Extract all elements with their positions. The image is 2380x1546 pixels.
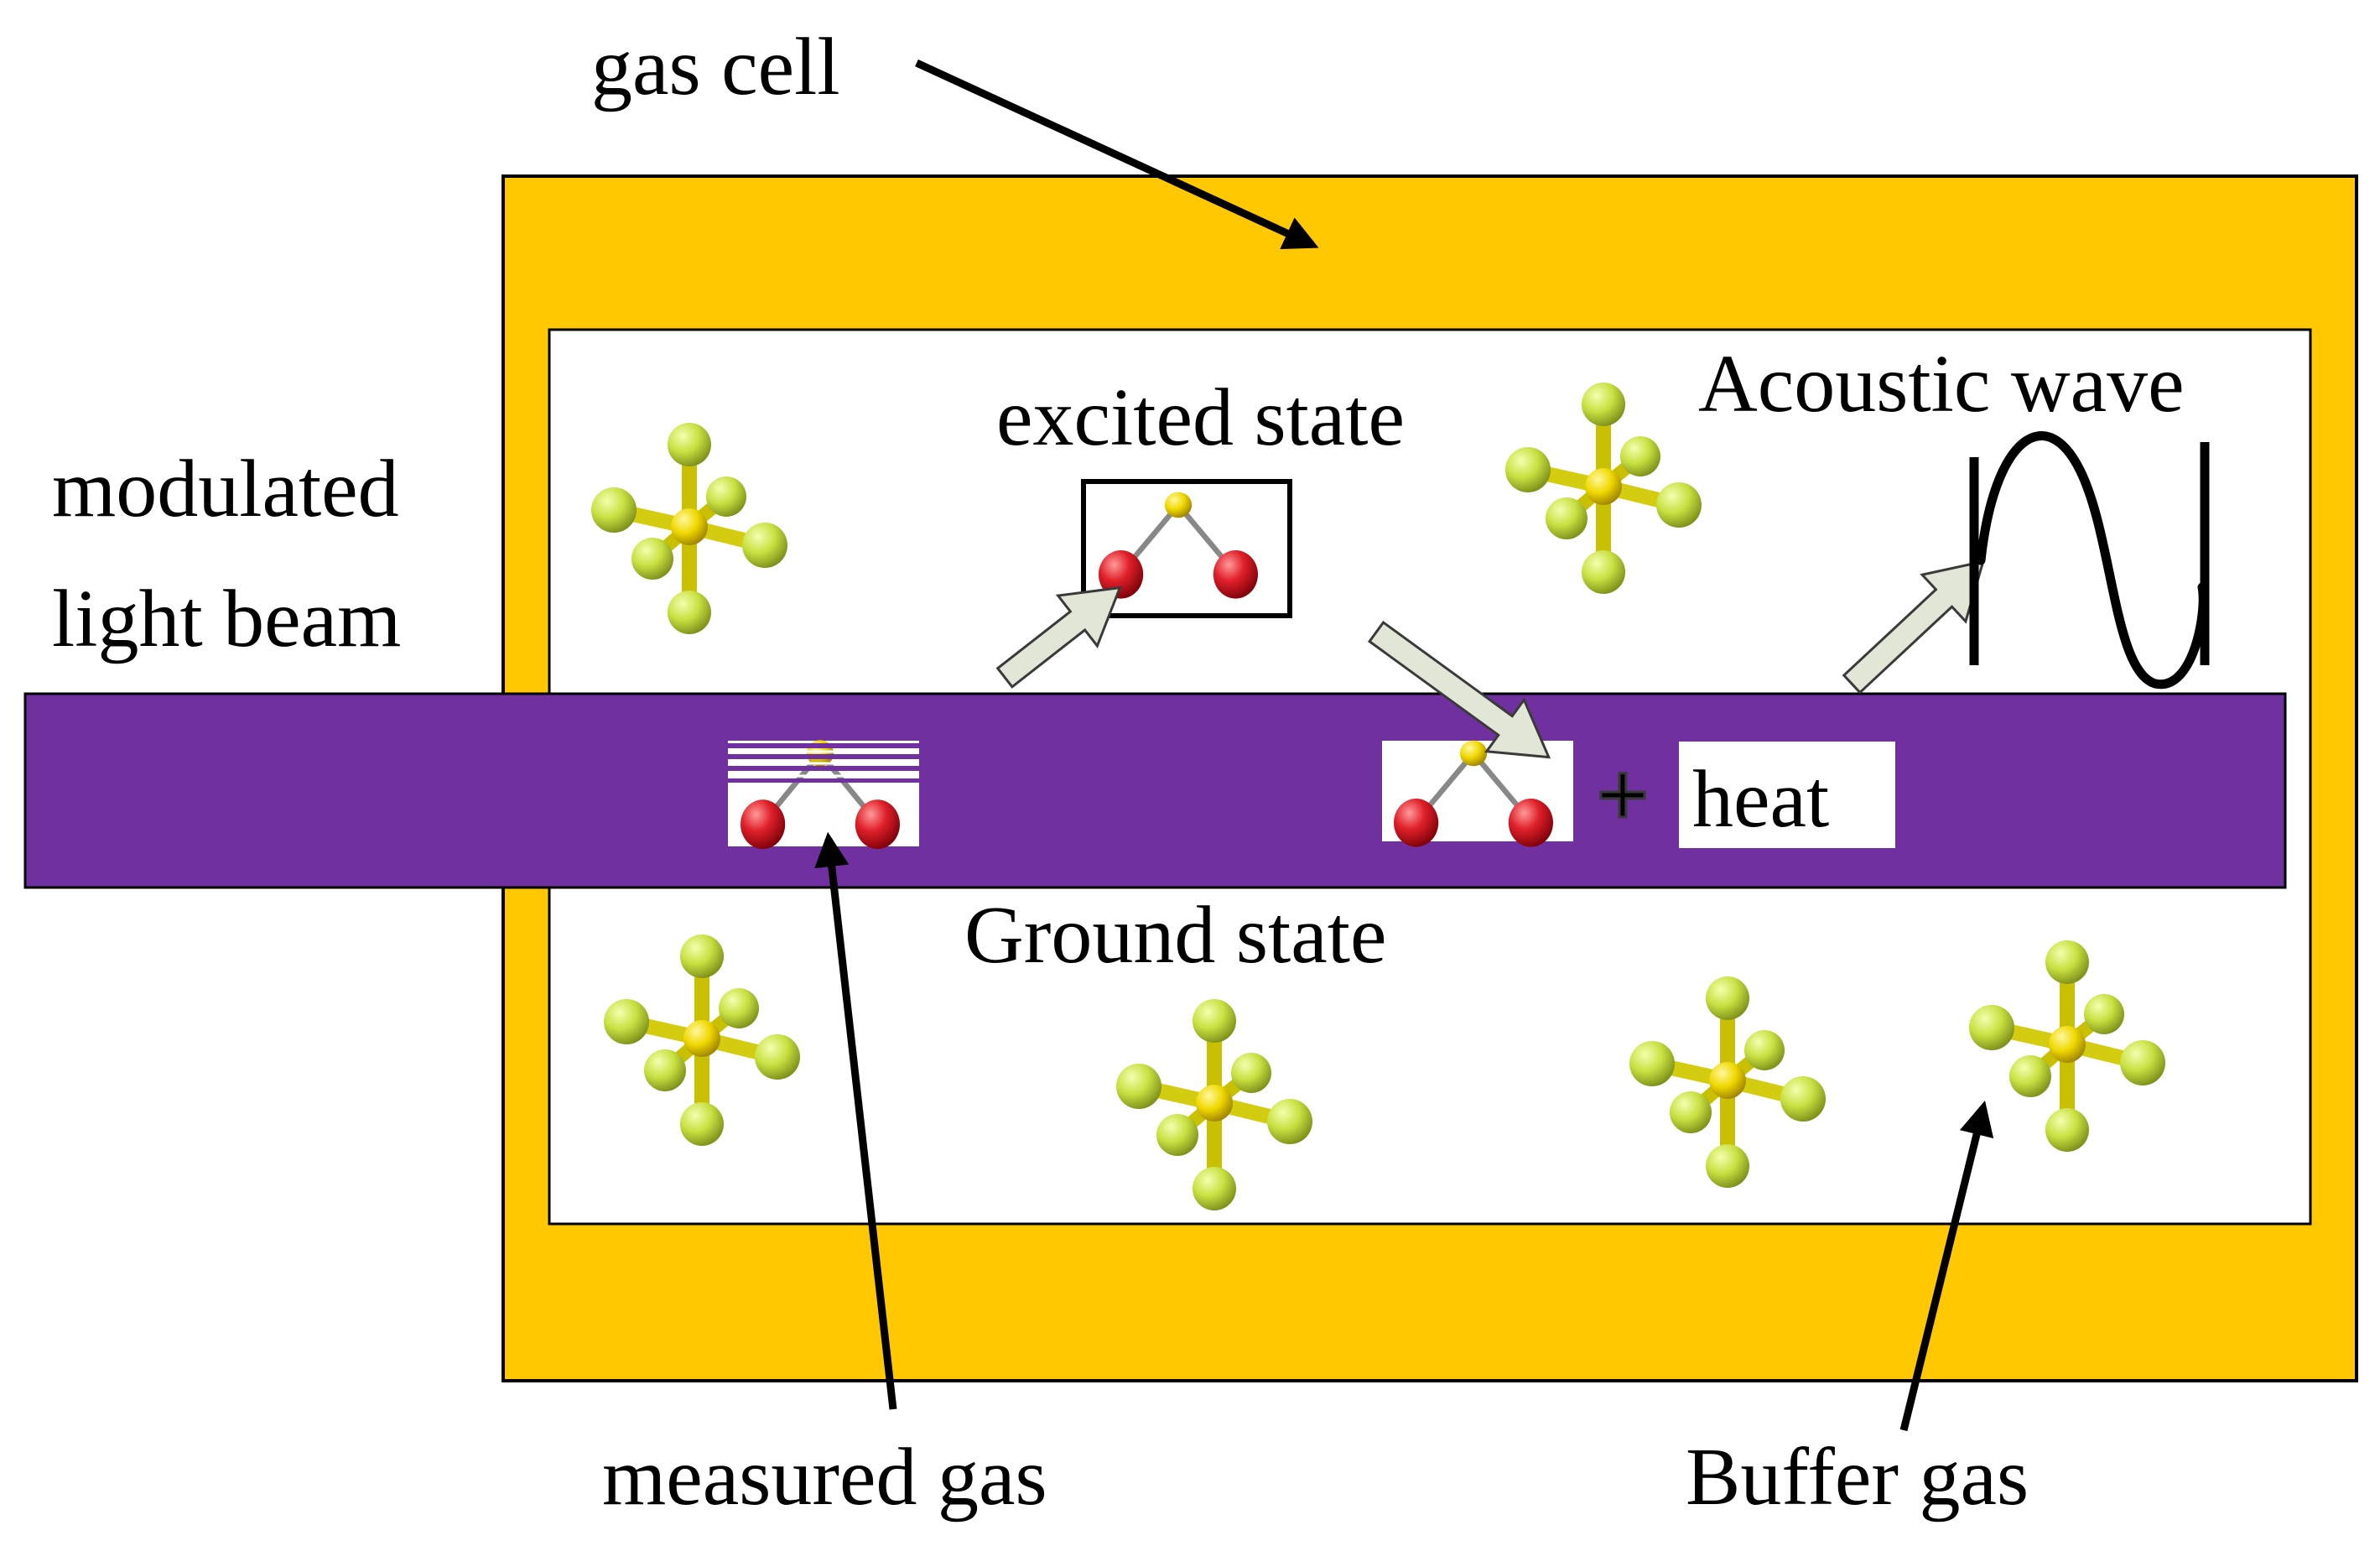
acoustic-wave-label: Acoustic wave bbox=[1698, 339, 2185, 429]
heat-label: heat bbox=[1692, 754, 1829, 845]
energy-levels bbox=[728, 743, 919, 783]
relaxation-arrow bbox=[1367, 620, 1551, 759]
measured-gas-pointer-arrow bbox=[814, 831, 897, 1410]
plus-sign: + bbox=[1596, 743, 1650, 847]
excited-state-label: excited state bbox=[996, 372, 1405, 463]
buffer-gas-pointer-arrow bbox=[1899, 1100, 1994, 1432]
acoustic-wave-icon bbox=[1969, 431, 2210, 690]
gas-cell-pointer-arrow bbox=[915, 59, 1319, 249]
modulated-label-line2: light beam bbox=[52, 574, 401, 664]
ground-state-label: Ground state bbox=[964, 890, 1387, 981]
modulated-label-line1: modulated bbox=[52, 444, 399, 534]
measured-gas-label: measured gas bbox=[602, 1432, 1047, 1523]
light-beam bbox=[23, 692, 2287, 889]
heat-box bbox=[1679, 742, 1895, 848]
gas-cell-label: gas cell bbox=[591, 22, 840, 112]
buffer-gas-label: Buffer gas bbox=[1686, 1432, 2029, 1523]
absorption-arrow bbox=[995, 586, 1122, 689]
